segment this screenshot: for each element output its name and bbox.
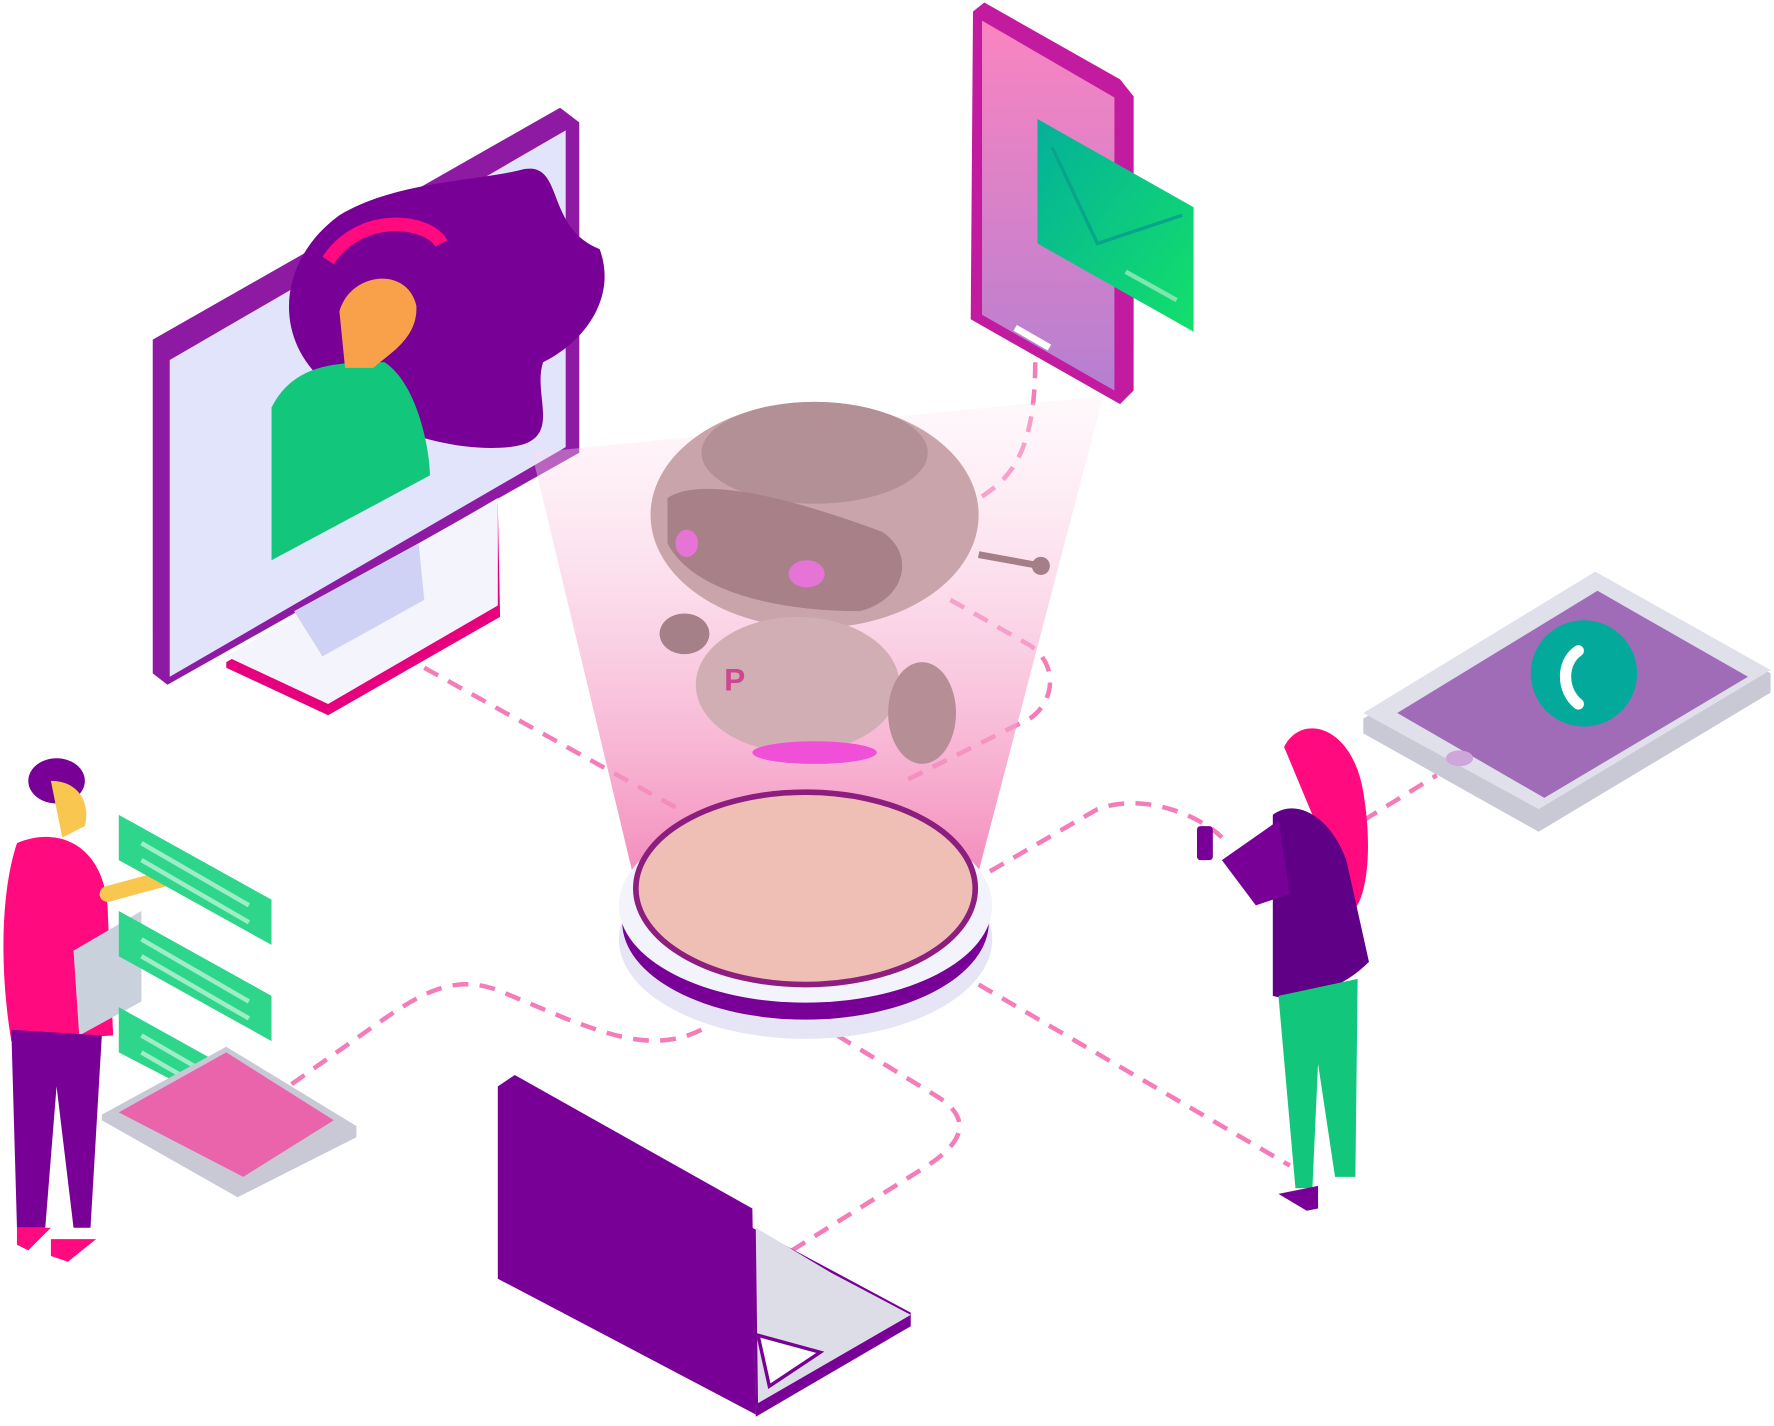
robot: P [650, 401, 1050, 764]
smartphone [970, 2, 1194, 405]
phone-call-icon [1530, 620, 1638, 727]
chat-bubbles [101, 814, 357, 1198]
woman-with-phone [1196, 728, 1369, 1211]
laptop [497, 1075, 911, 1417]
tablet-call [1363, 571, 1771, 832]
hologram-platform [618, 789, 993, 1039]
desktop-monitor [152, 107, 605, 716]
robot-badge: P [724, 661, 745, 697]
